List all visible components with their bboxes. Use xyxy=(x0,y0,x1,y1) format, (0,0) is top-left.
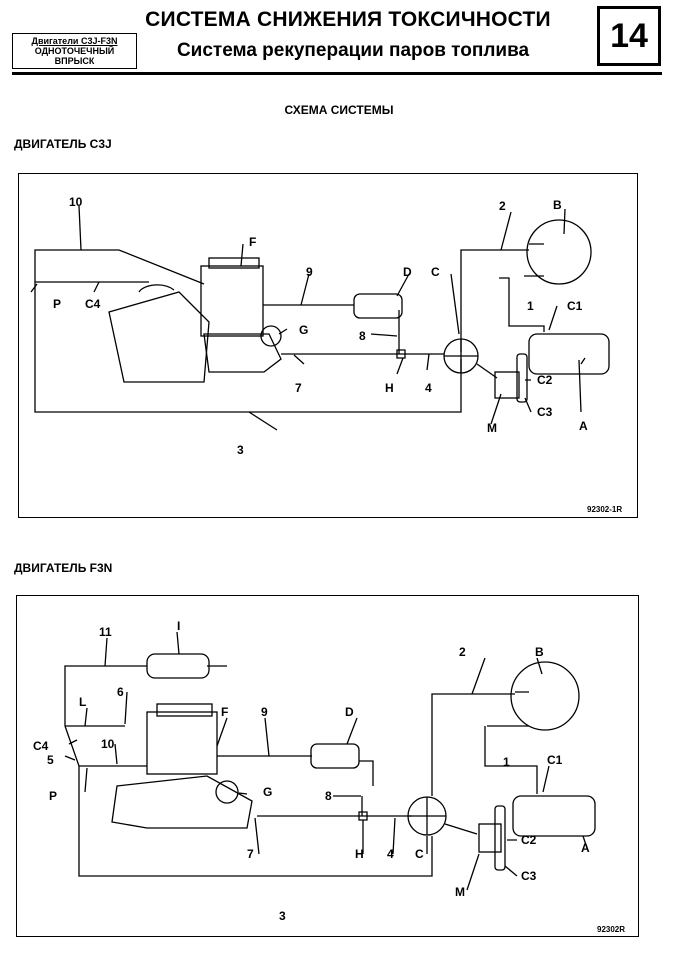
diagram-c3j: 10 F 9 D C 2 B P C4 G 8 1 C1 7 H 4 C2 M … xyxy=(18,173,638,518)
label-4: 4 xyxy=(387,847,394,861)
label-M: M xyxy=(455,885,465,899)
label-11: 11 xyxy=(99,625,112,639)
label-H: H xyxy=(355,847,364,861)
label-F: F xyxy=(221,705,228,719)
label-F: F xyxy=(249,235,256,249)
label-8: 8 xyxy=(359,329,366,343)
label-P: P xyxy=(49,789,57,803)
engine-line-3: ВПРЫСК xyxy=(54,56,95,66)
label-7: 7 xyxy=(295,381,302,395)
label-A: A xyxy=(579,419,588,433)
label-2: 2 xyxy=(499,199,506,213)
diagram-c3j-drawing: 10 F 9 D C 2 B P C4 G 8 1 C1 7 H 4 C2 M … xyxy=(30,195,622,514)
label-L: L xyxy=(79,695,86,709)
label-9: 9 xyxy=(306,265,313,279)
label-C4: C4 xyxy=(85,297,101,311)
label-A: A xyxy=(581,841,590,855)
figure-ref-1: 92302-1R xyxy=(587,505,622,514)
label-3: 3 xyxy=(237,443,244,457)
label-P: P xyxy=(53,297,61,311)
label-C3: C3 xyxy=(521,869,537,883)
label-8: 8 xyxy=(325,789,332,803)
page-subtitle: Система рекуперации паров топлива xyxy=(176,40,530,61)
label-C: C xyxy=(431,265,440,279)
label-C2: C2 xyxy=(537,373,553,387)
label-4: 4 xyxy=(425,381,432,395)
section-title-c3j: ДВИГАТЕЛЬ C3J xyxy=(14,137,112,151)
label-I: I xyxy=(177,619,180,633)
label-C2: C2 xyxy=(521,833,537,847)
label-B: B xyxy=(535,645,544,659)
label-3: 3 xyxy=(279,909,286,923)
label-C4: C4 xyxy=(33,739,49,753)
label-1: 1 xyxy=(503,755,510,769)
diagram-f3n-drawing: 11 I 2 B L 6 F 9 D C4 5 10 P G 8 1 C1 7 … xyxy=(33,619,625,934)
label-B: B xyxy=(553,198,562,212)
label-9: 9 xyxy=(261,705,268,719)
header-rule xyxy=(12,72,662,75)
diagram-f3n: 11 I 2 B L 6 F 9 D C4 5 10 P G 8 1 C1 7 … xyxy=(16,595,639,937)
label-6: 6 xyxy=(117,685,124,699)
scheme-title: СХЕМА СИСТЕМЫ xyxy=(284,103,394,117)
label-G: G xyxy=(299,323,308,337)
chapter-number: 14 xyxy=(597,6,661,66)
figure-ref-2: 92302R xyxy=(597,925,625,934)
engine-applicability-box: Двигатели C3J-F3N ОДНОТОЧЕЧНЫЙ ВПРЫСК xyxy=(12,33,137,69)
label-5: 5 xyxy=(47,753,54,767)
label-C1: C1 xyxy=(567,299,583,313)
page-title: СИСТЕМА СНИЖЕНИЯ ТОКСИЧНОСТИ xyxy=(145,8,551,31)
label-G: G xyxy=(263,785,272,799)
label-2: 2 xyxy=(459,645,466,659)
label-10: 10 xyxy=(101,737,115,751)
label-M: M xyxy=(487,421,497,435)
label-H: H xyxy=(385,381,394,395)
engine-line-1: Двигатели C3J-F3N xyxy=(31,36,118,46)
label-1: 1 xyxy=(527,299,534,313)
engine-line-2: ОДНОТОЧЕЧНЫЙ xyxy=(34,46,115,56)
label-C1: C1 xyxy=(547,753,563,767)
label-7: 7 xyxy=(247,847,254,861)
label-C3: C3 xyxy=(537,405,553,419)
section-title-f3n: ДВИГАТЕЛЬ F3N xyxy=(14,561,113,575)
label-D: D xyxy=(345,705,354,719)
label-C: C xyxy=(415,847,424,861)
label-D: D xyxy=(403,265,412,279)
label-10: 10 xyxy=(69,195,83,209)
